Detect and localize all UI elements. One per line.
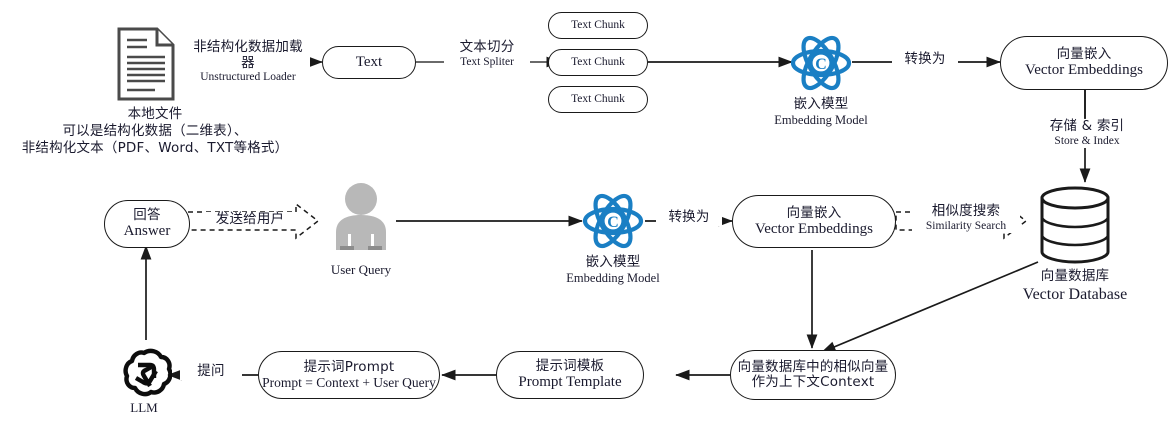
prompt-node[interactable]: 提示词Prompt Prompt = Context + User Query	[258, 351, 440, 399]
llm-caption: LLM	[110, 400, 178, 416]
text-chunk-node[interactable]: Text Chunk	[548, 49, 648, 76]
store-index-cn: 存储 & 索引	[1049, 118, 1125, 134]
user-icon	[330, 182, 392, 252]
text-spliter-en: Text Spliter	[460, 55, 514, 68]
unstructured-loader-en: Unstructured Loader	[200, 71, 296, 84]
database-cylinder-icon	[1038, 186, 1112, 264]
svg-text:C: C	[815, 56, 827, 73]
text-chunk-label: Text Chunk	[571, 56, 625, 69]
text-chunk-label: Text Chunk	[571, 19, 625, 32]
store-index-en: Store & Index	[1054, 134, 1120, 147]
edge-label-convert-mid: 转换为	[656, 209, 722, 226]
convert-mid-cn: 转换为	[668, 209, 710, 225]
local-file-line3: 非结构化文本（PDF、Word、TXT等格式）	[21, 139, 289, 156]
similar-vectors-line1: 向量数据库中的相似向量	[737, 358, 889, 375]
prompt-template-en: Prompt Template	[518, 374, 622, 391]
prompt-template-node[interactable]: 提示词模板 Prompt Template	[496, 351, 644, 399]
vector-embeddings-top-node[interactable]: 向量嵌入 Vector Embeddings	[1000, 36, 1168, 90]
similarity-search-en: Similarity Search	[925, 219, 1007, 232]
vector-database-en: Vector Database	[1022, 285, 1128, 303]
prompt-template-cn: 提示词模板	[535, 358, 605, 375]
document-icon	[115, 26, 177, 102]
vector-embeddings-mid-en: Vector Embeddings	[755, 220, 873, 237]
edge-label-similarity-search: 相似度搜索 Similarity Search	[912, 203, 1020, 233]
text-node-label: Text	[355, 54, 383, 71]
embedding-model-mid-cn: 嵌入模型	[585, 254, 641, 270]
unstructured-loader-cn: 非结构化数据加载器	[193, 39, 303, 71]
text-chunk-node[interactable]: Text Chunk	[548, 86, 648, 113]
local-file-line2: 可以是结构化数据（二维表）、	[62, 122, 248, 139]
text-spliter-cn: 文本切分	[459, 39, 515, 55]
atom-model-icon: C	[790, 32, 852, 94]
vector-database-cn: 向量数据库	[1040, 268, 1110, 284]
embedding-model-top-en: Embedding Model	[774, 112, 868, 127]
edge-label-unstructured-loader: 非结构化数据加载器 Unstructured Loader	[186, 39, 310, 85]
embedding-model-top-cn: 嵌入模型	[793, 96, 849, 112]
vector-embeddings-top-cn: 向量嵌入	[1056, 46, 1112, 63]
local-file-line1: 本地文件	[127, 106, 183, 122]
embedding-model-top-caption: 嵌入模型 Embedding Model	[746, 96, 896, 129]
text-node[interactable]: Text	[322, 46, 416, 79]
edge-label-text-spliter: 文本切分 Text Spliter	[444, 39, 530, 69]
llm-label: LLM	[130, 400, 158, 415]
edge-label-ask: 提问	[180, 363, 242, 380]
similar-vectors-line2: 作为上下文Context	[751, 374, 875, 390]
convert-top-cn: 转换为	[904, 51, 946, 67]
vector-embeddings-top-en: Vector Embeddings	[1025, 62, 1143, 79]
edge-label-convert-top: 转换为	[892, 51, 958, 68]
answer-node[interactable]: 回答 Answer	[104, 200, 190, 248]
text-chunk-label: Text Chunk	[571, 93, 625, 106]
local-file-caption: 本地文件 可以是结构化数据（二维表）、 非结构化文本（PDF、Word、TXT等…	[0, 106, 310, 157]
embedding-model-mid-en: Embedding Model	[566, 270, 660, 285]
similar-vectors-node[interactable]: 向量数据库中的相似向量 作为上下文Context	[730, 350, 896, 400]
vector-embeddings-mid-node[interactable]: 向量嵌入 Vector Embeddings	[732, 195, 896, 248]
atom-model-icon: C	[582, 190, 644, 252]
svg-text:C: C	[607, 214, 619, 231]
answer-en: Answer	[123, 223, 171, 240]
send-to-user-cn: 发送给用户	[215, 211, 285, 227]
similarity-search-cn: 相似度搜索	[931, 203, 1001, 219]
answer-cn: 回答	[133, 207, 161, 224]
vector-embeddings-mid-cn: 向量嵌入	[786, 204, 842, 221]
user-query-label: User Query	[330, 262, 392, 277]
edge-label-store-index: 存储 & 索引 Store & Index	[1026, 118, 1148, 148]
vector-database-caption: 向量数据库 Vector Database	[990, 268, 1160, 305]
prompt-cn: 提示词Prompt	[303, 358, 395, 375]
ask-cn: 提问	[197, 363, 225, 379]
openai-logo-icon	[116, 345, 172, 401]
prompt-en: Prompt = Context + User Query	[262, 375, 436, 390]
edge-label-send-to-user: 发送给用户	[204, 211, 296, 228]
user-query-caption: User Query	[320, 262, 402, 278]
embedding-model-mid-caption: 嵌入模型 Embedding Model	[538, 254, 688, 287]
text-chunk-node[interactable]: Text Chunk	[548, 12, 648, 39]
